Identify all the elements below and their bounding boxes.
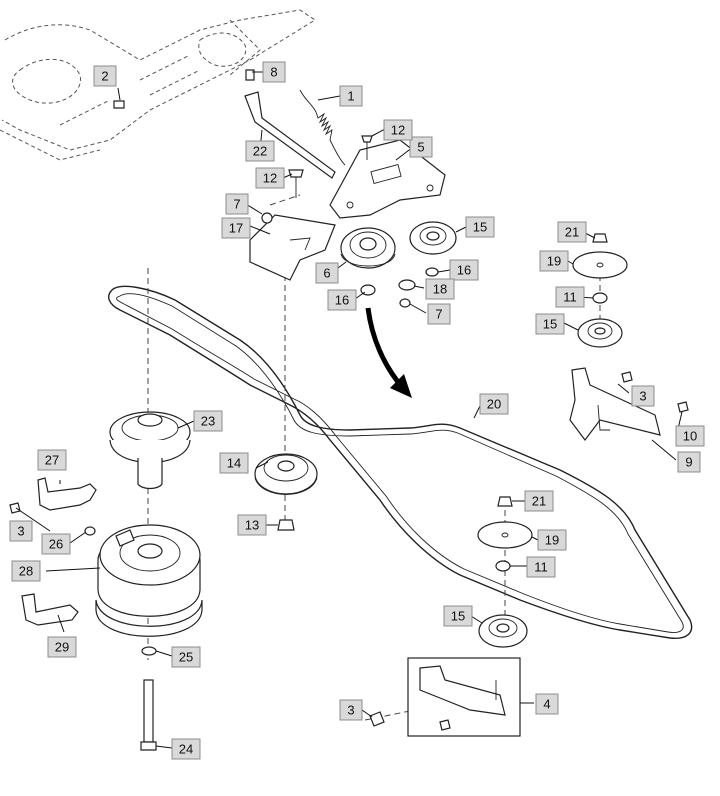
svg-text:16: 16 bbox=[335, 293, 349, 308]
callout-13: 13 bbox=[237, 514, 267, 536]
callout-20: 20 bbox=[479, 393, 509, 415]
svg-text:23: 23 bbox=[201, 414, 215, 429]
callout-27: 27 bbox=[37, 449, 67, 471]
svg-text:13: 13 bbox=[245, 518, 259, 533]
frame-outline-ghost bbox=[0, 9, 316, 161]
inset-bracket-4 bbox=[369, 657, 521, 737]
callout-23: 23 bbox=[193, 410, 223, 432]
svg-text:2: 2 bbox=[101, 69, 108, 84]
callout-4: 4 bbox=[535, 693, 559, 715]
callout-15b: 15 bbox=[535, 313, 565, 335]
idler-arm-assembly bbox=[244, 89, 446, 281]
center-idler-stack bbox=[477, 496, 533, 648]
clutch-hardware bbox=[9, 69, 255, 751]
idler-pulley-15-top bbox=[409, 221, 457, 255]
svg-text:18: 18 bbox=[433, 282, 447, 297]
callout-16a: 16 bbox=[449, 259, 479, 281]
callout-10: 10 bbox=[675, 425, 705, 447]
svg-text:7: 7 bbox=[435, 307, 442, 322]
callout-11b: 11 bbox=[526, 556, 556, 578]
svg-text:6: 6 bbox=[323, 266, 330, 281]
callout-15c: 15 bbox=[443, 605, 473, 627]
svg-text:1: 1 bbox=[347, 89, 354, 104]
callout-8: 8 bbox=[262, 61, 286, 83]
callout-15a: 15 bbox=[465, 216, 495, 238]
svg-text:25: 25 bbox=[179, 650, 193, 665]
callout-12b: 12 bbox=[255, 167, 285, 189]
svg-text:21: 21 bbox=[565, 225, 579, 240]
electric-clutch-28 bbox=[95, 524, 203, 637]
callout-17: 17 bbox=[221, 217, 251, 239]
callout-1: 1 bbox=[339, 85, 363, 107]
svg-text:28: 28 bbox=[19, 564, 33, 579]
svg-text:7: 7 bbox=[233, 197, 240, 212]
svg-text:8: 8 bbox=[270, 65, 277, 80]
svg-text:16: 16 bbox=[457, 263, 471, 278]
svg-text:27: 27 bbox=[45, 453, 59, 468]
svg-text:22: 22 bbox=[253, 144, 267, 159]
callout-29: 29 bbox=[47, 636, 77, 658]
svg-text:19: 19 bbox=[545, 533, 559, 548]
callout-6: 6 bbox=[315, 262, 339, 284]
svg-text:3: 3 bbox=[17, 524, 24, 539]
svg-text:12: 12 bbox=[263, 171, 277, 186]
callout-9: 9 bbox=[677, 451, 701, 473]
svg-text:17: 17 bbox=[229, 221, 243, 236]
engine-pulley-23 bbox=[109, 411, 191, 490]
callout-28: 28 bbox=[11, 560, 41, 582]
svg-text:24: 24 bbox=[179, 742, 193, 757]
callout-16b: 16 bbox=[327, 289, 357, 311]
svg-text:3: 3 bbox=[639, 389, 646, 404]
right-idler-stack bbox=[569, 233, 689, 441]
svg-text:14: 14 bbox=[227, 456, 241, 471]
idler-pulley-14 bbox=[254, 453, 318, 531]
callout-7a: 7 bbox=[225, 193, 249, 215]
callout-21a: 21 bbox=[557, 221, 587, 243]
svg-text:15: 15 bbox=[543, 317, 557, 332]
svg-text:20: 20 bbox=[487, 397, 501, 412]
callout-12a: 12 bbox=[383, 119, 413, 141]
svg-text:15: 15 bbox=[473, 220, 487, 235]
svg-text:26: 26 bbox=[49, 537, 63, 552]
svg-text:12: 12 bbox=[391, 123, 405, 138]
callout-18: 18 bbox=[425, 278, 455, 300]
callout-11a: 11 bbox=[555, 286, 585, 308]
callout-2: 2 bbox=[93, 65, 117, 87]
callout-3a: 3 bbox=[631, 385, 655, 407]
svg-text:4: 4 bbox=[543, 697, 550, 712]
svg-text:11: 11 bbox=[563, 290, 577, 305]
direction-arrow-icon bbox=[365, 307, 412, 398]
callout-7b: 7 bbox=[427, 303, 451, 325]
callout-26: 26 bbox=[41, 533, 71, 555]
svg-text:19: 19 bbox=[547, 254, 561, 269]
callout-19a: 19 bbox=[539, 250, 569, 272]
callout-14: 14 bbox=[219, 452, 249, 474]
svg-text:29: 29 bbox=[55, 640, 69, 655]
callout-22: 22 bbox=[245, 140, 275, 162]
svg-text:3: 3 bbox=[347, 703, 354, 718]
callout-3c: 3 bbox=[339, 699, 363, 721]
callout-21b: 21 bbox=[524, 490, 554, 512]
callout-24: 24 bbox=[171, 738, 201, 760]
callout-3b: 3 bbox=[9, 520, 33, 542]
callouts: 1 2 3 3 3 4 5 6 7 7 8 9 10 11 11 12 12 1… bbox=[9, 61, 705, 760]
callout-25: 25 bbox=[171, 646, 201, 668]
svg-text:11: 11 bbox=[534, 560, 548, 575]
callout-5: 5 bbox=[409, 136, 433, 158]
svg-text:10: 10 bbox=[683, 429, 697, 444]
svg-text:5: 5 bbox=[417, 140, 424, 155]
svg-text:9: 9 bbox=[685, 455, 692, 470]
callout-19b: 19 bbox=[537, 529, 567, 551]
idler-pulley-6 bbox=[340, 227, 396, 269]
svg-text:15: 15 bbox=[451, 609, 465, 624]
svg-text:21: 21 bbox=[532, 494, 546, 509]
